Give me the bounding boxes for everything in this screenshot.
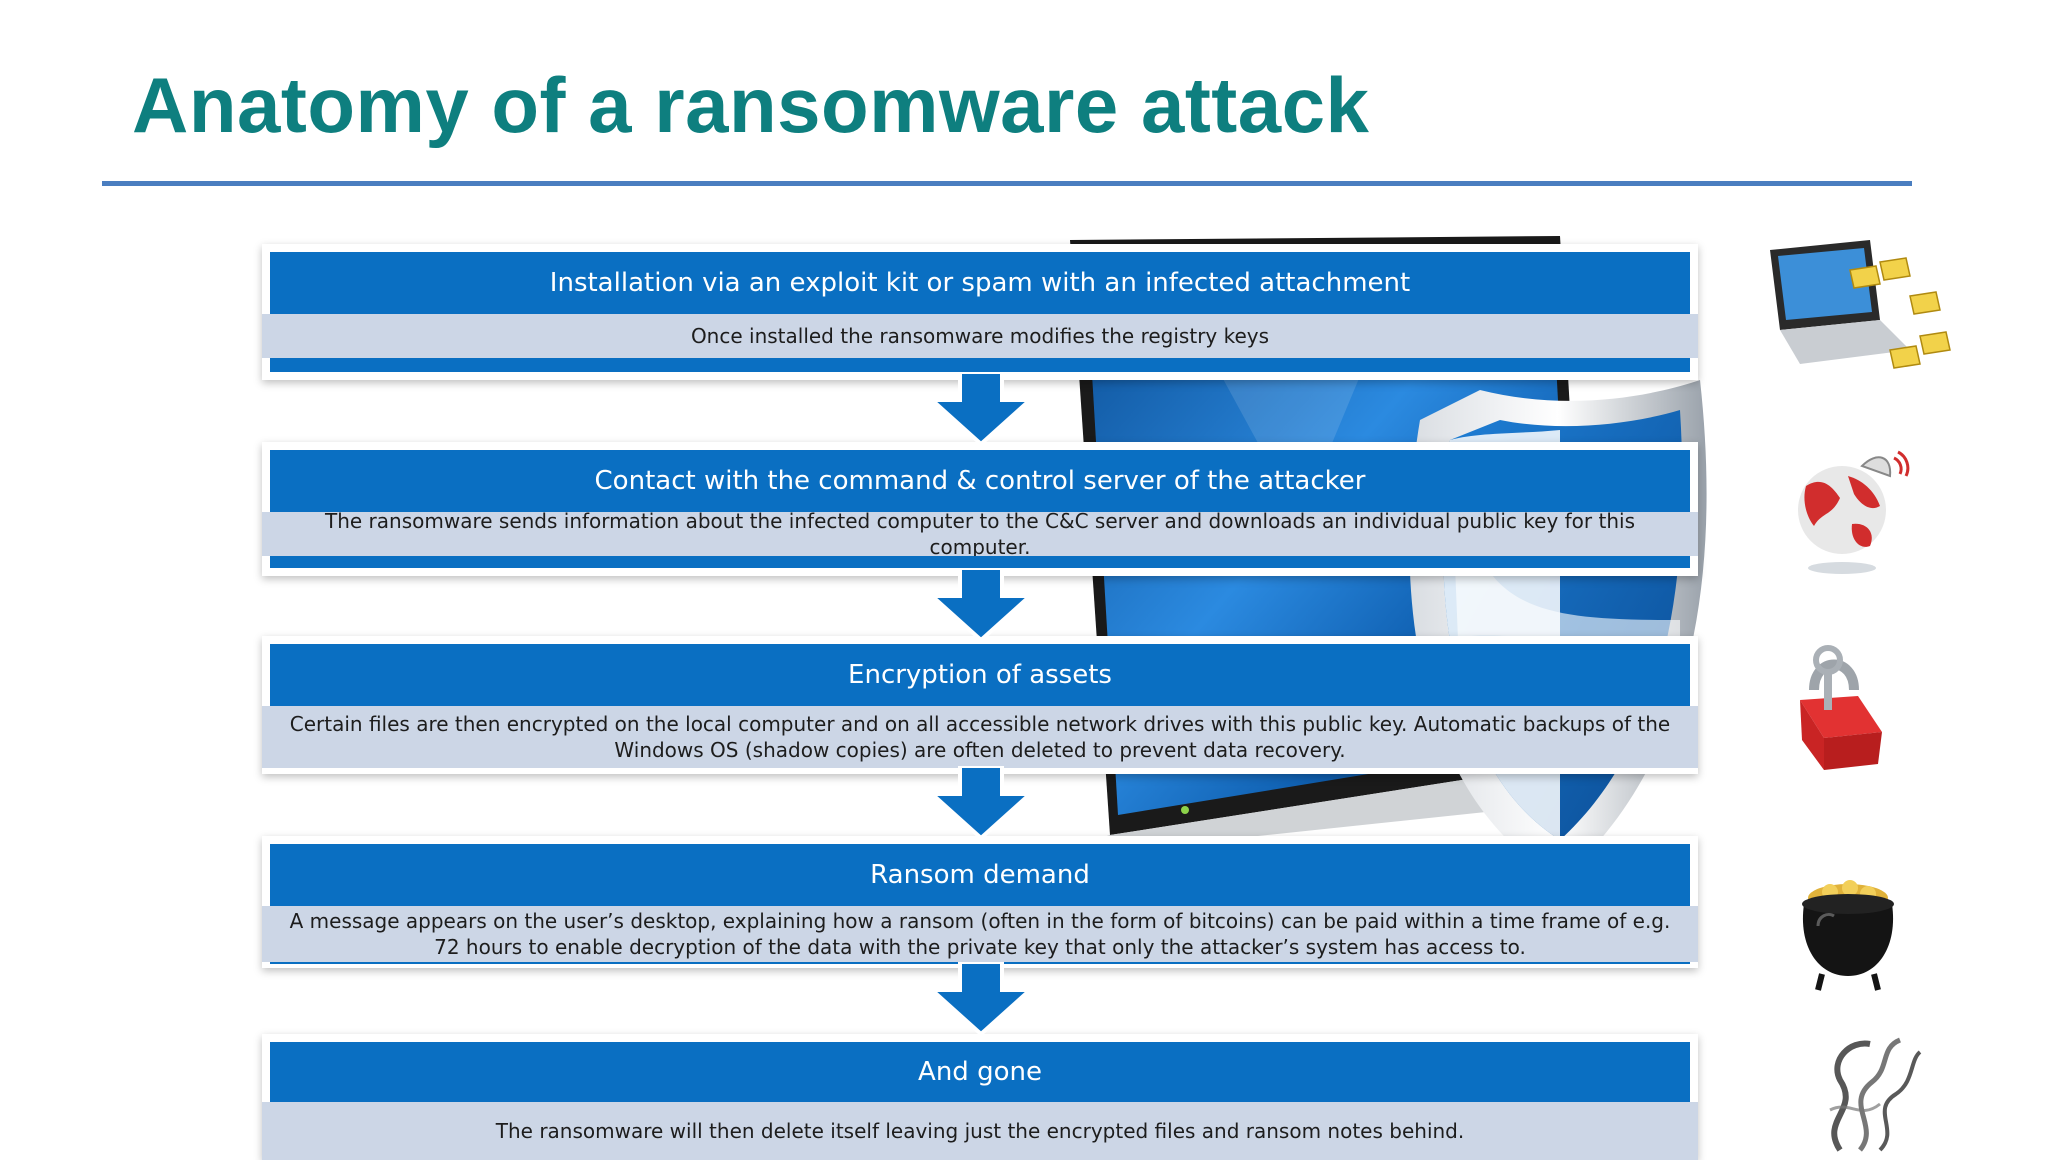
step-encryption: Encryption of assets Certain files are t… <box>262 636 1698 774</box>
flow-arrow-down <box>926 568 1036 642</box>
step-heading: Contact with the command & control serve… <box>270 450 1690 512</box>
step-heading: Ransom demand <box>270 844 1690 906</box>
step-contact-c2: Contact with the command & control serve… <box>262 442 1698 576</box>
step-installation: Installation via an exploit kit or spam … <box>262 244 1698 380</box>
step-detail: The ransomware sends information about t… <box>262 509 1698 559</box>
globe-satellite-icon <box>1762 446 1912 582</box>
step-ransom-demand: Ransom demand A message appears on the u… <box>262 836 1698 968</box>
step-heading: Encryption of assets <box>270 644 1690 706</box>
slide-title: Anatomy of a ransomware attack <box>132 61 1370 149</box>
step-heading: And gone <box>270 1042 1690 1102</box>
gold-pot-icon <box>1778 856 1918 996</box>
step-and-gone: And gone The ransomware will then delete… <box>262 1034 1698 1160</box>
title-divider <box>102 181 1912 186</box>
step-detail: The ransomware will then delete itself l… <box>262 1102 1698 1160</box>
smoke-icon <box>1829 1037 1922 1152</box>
flow-arrow-down <box>926 962 1036 1036</box>
padlock-key-icon <box>1780 640 1900 786</box>
laptop-email-icon <box>1770 240 1951 369</box>
flow-arrow-down <box>926 372 1036 446</box>
flow-arrow-down <box>926 766 1036 840</box>
step-detail: A message appears on the user’s desktop,… <box>262 906 1698 962</box>
step-detail: Certain files are then encrypted on the … <box>262 706 1698 768</box>
step-heading: Installation via an exploit kit or spam … <box>270 252 1690 314</box>
step-detail: Once installed the ransomware modifies t… <box>262 314 1698 358</box>
